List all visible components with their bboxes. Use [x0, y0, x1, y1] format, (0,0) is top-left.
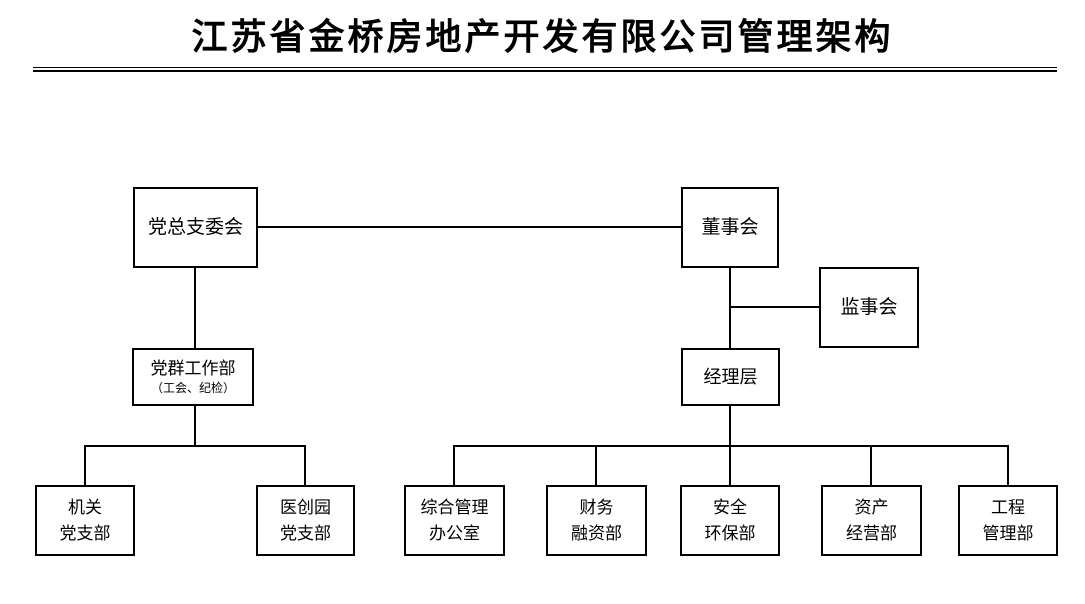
connector-party-to-board: [256, 226, 681, 228]
node-label-line: 财务: [579, 498, 614, 517]
connector-board-down: [729, 266, 731, 350]
node-management-team: 经理层: [681, 348, 780, 406]
node-label: 监事会: [840, 296, 898, 318]
node-board-of-supervisors: 监事会: [819, 267, 919, 348]
node-safety-environment-dept: 安全 环保部: [680, 485, 780, 556]
node-label-line: 安全: [713, 498, 747, 517]
connector-party-down: [194, 266, 196, 350]
node-label-line: 经营部: [846, 523, 897, 543]
connector-drop-yichuang: [304, 445, 306, 487]
node-party-mass-work-dept: 党群工作部 （工会、纪检）: [132, 348, 254, 406]
node-label: 董事会: [701, 216, 759, 238]
node-label-line: 资产: [854, 498, 889, 517]
node-label-line: 办公室: [429, 523, 480, 543]
node-label-line: 工程: [991, 498, 1025, 517]
node-label-line: 党支部: [59, 523, 111, 543]
node-label-line: 环保部: [704, 523, 756, 543]
node-label-line: 医创园: [280, 498, 331, 517]
node-sublabel: （工会、纪检）: [150, 380, 235, 395]
connector-drop-zichan: [870, 445, 872, 487]
connector-left-bus: [84, 445, 306, 447]
node-label: 党群工作部: [150, 358, 236, 378]
node-general-management-office: 综合管理 办公室: [404, 485, 505, 556]
node-label-line: 党支部: [280, 523, 331, 543]
node-finance-financing-dept: 财务 融资部: [546, 485, 647, 556]
connector-drop-caiwu: [595, 445, 597, 487]
node-yichuangyuan-party-branch: 医创园 党支部: [256, 485, 355, 556]
node-label: 党总支委会: [147, 216, 243, 238]
node-organ-party-branch: 机关 党支部: [35, 485, 135, 556]
node-label-line: 管理部: [982, 523, 1034, 543]
chart-title: 江苏省金桥房地产开发有限公司管理架构: [191, 17, 894, 57]
node-party-general-branch-committee: 党总支委会: [133, 187, 258, 268]
node-label-line: 机关: [68, 498, 102, 517]
node-board-of-directors: 董事会: [681, 187, 779, 268]
connector-drop-zonghe: [453, 445, 455, 487]
node-asset-operation-dept: 资产 经营部: [821, 485, 922, 556]
node-label-line: 融资部: [571, 523, 622, 543]
connector-drop-gongcheng: [1007, 445, 1009, 487]
connector-drop-organ: [84, 445, 86, 487]
title-underline: [33, 67, 1057, 72]
connector-partymass-down: [194, 404, 196, 447]
node-engineering-management-dept: 工程 管理部: [958, 485, 1058, 556]
connector-right-bus: [453, 445, 1009, 447]
connector-board-to-supervisor: [730, 306, 821, 308]
node-label-line: 综合管理: [420, 498, 489, 517]
node-label: 经理层: [703, 366, 758, 387]
